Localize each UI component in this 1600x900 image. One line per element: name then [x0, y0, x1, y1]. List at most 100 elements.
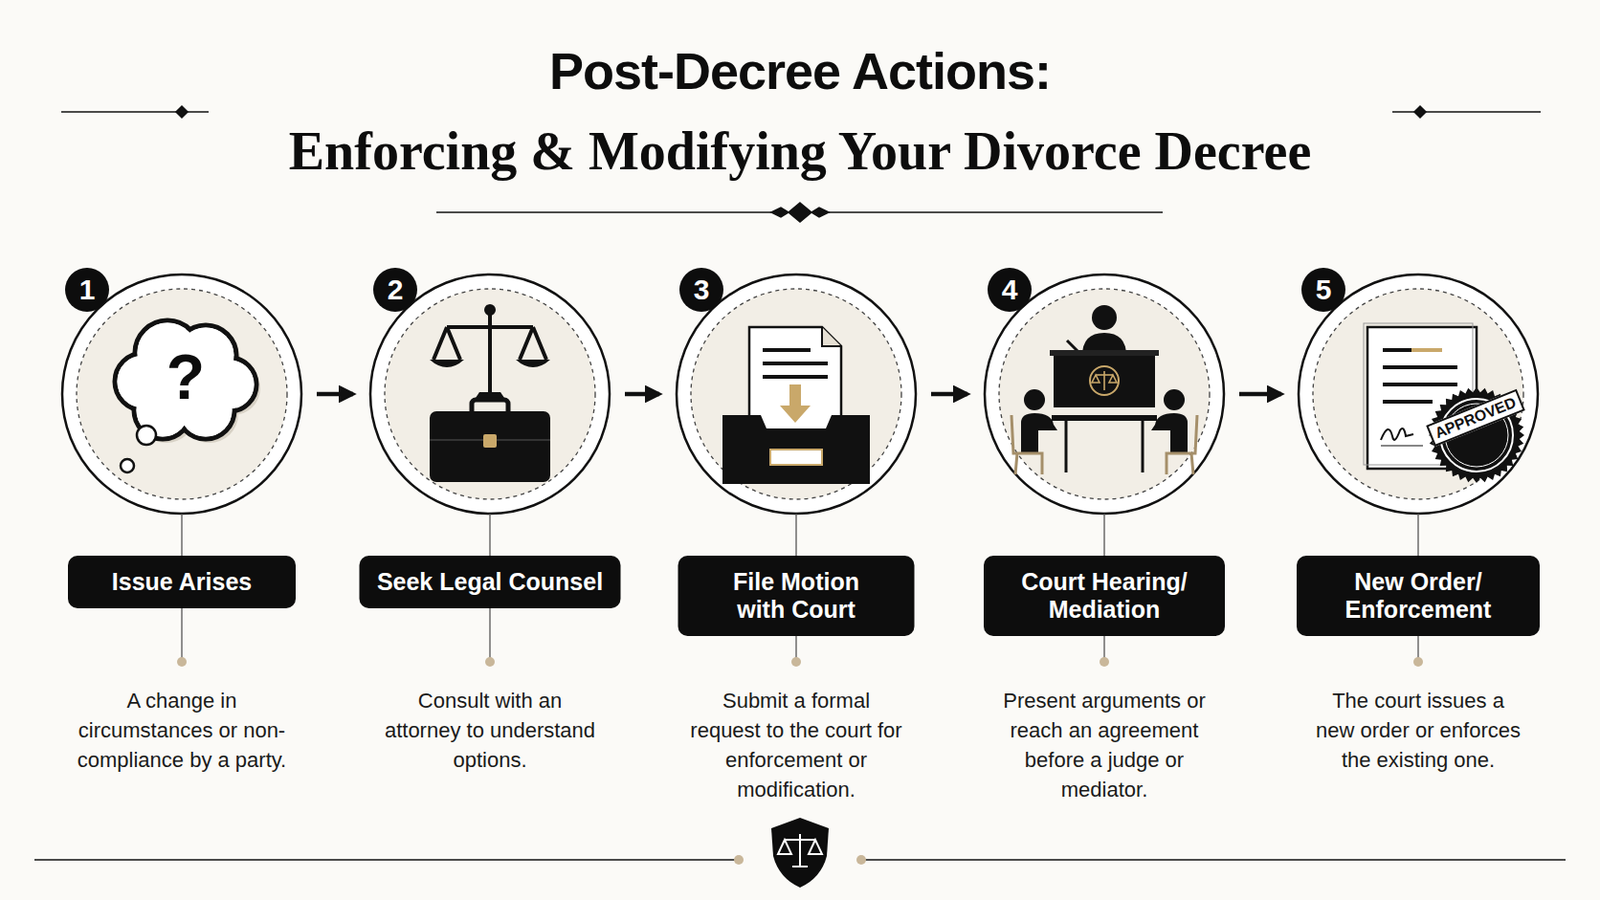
step-description: Present arguments or reach an agreement …: [997, 686, 1213, 805]
icon-part: [777, 834, 823, 867]
icon-part: [1163, 389, 1185, 411]
icon-part: [1382, 348, 1412, 353]
icon-part: [1051, 415, 1157, 422]
callout-number: 2: [373, 267, 418, 312]
subtitle: Enforcing & Modifying Your Divorce Decre…: [0, 120, 1600, 182]
icon-part: [1380, 428, 1414, 441]
callout-number: 5: [1301, 267, 1346, 312]
icon-part: [446, 325, 534, 330]
icon-part: [771, 818, 829, 889]
icon-part: [808, 840, 823, 855]
footer-ornament: [34, 818, 1566, 889]
icon-part: [1411, 348, 1443, 353]
step-heading: Seek Legal Counsel: [377, 568, 603, 597]
icon-part: [114, 320, 257, 440]
leader-line: [1103, 636, 1105, 659]
icon-part: [822, 327, 842, 347]
icon-part: [762, 348, 811, 353]
icon-part: [133, 344, 240, 422]
icon-part: [1066, 421, 1143, 473]
leader-line: [180, 608, 182, 659]
icon-part: [771, 207, 789, 218]
icon-part: [779, 384, 811, 423]
title: Post-Decree Actions:: [0, 40, 1600, 102]
leader-line: [1417, 513, 1419, 556]
step-heading: File Motion with Court: [712, 568, 881, 624]
step-description: A change in circumstances or non-complia…: [74, 686, 290, 776]
leader-dot: [177, 657, 187, 667]
icon-part: [433, 327, 461, 360]
icon-part: [384, 288, 596, 500]
icon-part: [788, 202, 812, 223]
icon-part: [770, 449, 823, 466]
icon-part: [1298, 274, 1538, 514]
leader-line: [180, 513, 182, 556]
icon-part: [1382, 382, 1458, 387]
icon-part: [856, 855, 867, 866]
step-illustration: [975, 271, 1234, 827]
icon-part: [1049, 350, 1159, 356]
icon-part: [762, 350, 828, 378]
step-heading: New Order/ Enforcement: [1317, 568, 1519, 624]
icon-part: [1095, 374, 1113, 377]
step-illustration: [1288, 271, 1548, 827]
step-heading: Issue Arises: [111, 568, 252, 597]
icon-part: [1380, 444, 1423, 446]
leader-dot: [1099, 657, 1110, 667]
icon-part: [62, 274, 302, 514]
step-illustration: [360, 271, 620, 827]
icon-part: [1011, 415, 1043, 475]
icon-part: [519, 327, 547, 360]
flow-arrow: [316, 392, 354, 398]
step-heading-box: Seek Legal Counsel: [359, 555, 622, 609]
icon-part: [792, 866, 808, 868]
icon-part: [515, 359, 551, 368]
icon-part: [1021, 413, 1058, 454]
icon-part: [176, 106, 188, 118]
step-heading: Court Hearing/ Mediation: [1001, 568, 1208, 624]
leader-dot: [1413, 657, 1423, 667]
icon-part: [784, 839, 816, 842]
icon-part: [733, 855, 744, 866]
icon-part: [676, 274, 916, 514]
icon-part: [1382, 350, 1458, 402]
step-description: Submit a formal request to the court for…: [688, 686, 905, 805]
step-heading-box: File Motion with Court: [678, 555, 915, 637]
icon-part: [1053, 354, 1156, 408]
step-heading-box: Court Hearing/ Mediation: [983, 555, 1225, 637]
icon-part: [429, 411, 551, 483]
step-heading-box: Issue Arises: [67, 555, 296, 609]
callout-number: 3: [679, 267, 724, 312]
icon-glyph: ?: [156, 343, 215, 411]
icon-part: [762, 361, 828, 366]
leader-line: [795, 513, 797, 556]
icon-part: [1103, 371, 1106, 391]
icon-part: [1091, 305, 1117, 331]
icon-part: [484, 304, 496, 316]
icon-part: [1023, 389, 1045, 411]
icon-part: [488, 310, 492, 399]
icon-part: [811, 207, 829, 218]
icon-part: [749, 327, 842, 435]
icon-part: [1091, 371, 1117, 391]
icon-part: [762, 375, 828, 379]
icon-part: [1382, 365, 1458, 370]
step-column: Court Hearing/ MediationPresent argument…: [975, 271, 1234, 827]
icon-part: [34, 859, 737, 862]
icon-part: [722, 415, 870, 485]
icon-part: [76, 288, 288, 500]
icon-part: [1382, 400, 1433, 404]
step-column: File Motion with CourtSubmit a formal re…: [666, 271, 926, 827]
icon-part: [1065, 421, 1068, 473]
step-column: New Order/ EnforcementThe court issues a…: [1288, 271, 1548, 827]
flow-arrow: [931, 392, 968, 398]
icon-part: [863, 859, 1566, 862]
icon-part: [1011, 415, 1198, 475]
icon-part: [370, 274, 610, 514]
icon-part: [117, 323, 255, 438]
leader-line: [795, 636, 797, 659]
icon-part: [690, 288, 902, 500]
icon-part: [1089, 366, 1119, 396]
icon-part: [136, 425, 156, 445]
